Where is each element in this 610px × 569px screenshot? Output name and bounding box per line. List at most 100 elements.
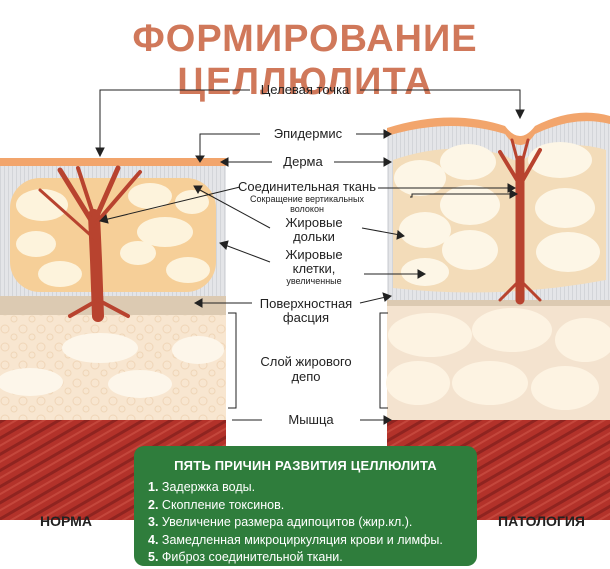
cause-text: Скопление токсинов. bbox=[161, 497, 285, 512]
fat-cell-enlarged bbox=[401, 258, 449, 286]
cause-number: 2. bbox=[148, 497, 159, 512]
label-muscle: Мышца bbox=[288, 412, 334, 427]
label-depot-line2: депо bbox=[291, 369, 321, 384]
arrow-head bbox=[383, 415, 393, 425]
pathology-depot-lobule bbox=[531, 366, 599, 410]
label-fascia-line2: фасция bbox=[282, 310, 330, 325]
cause-text: Задержка воды. bbox=[161, 480, 256, 494]
arrow-head bbox=[382, 292, 392, 302]
cause-item: 1. Задержка воды. bbox=[148, 479, 477, 497]
fat-cell-enlarged bbox=[528, 142, 592, 178]
page-title: ФОРМИРОВАНИЕ ЦЕЛЛЮЛИТА bbox=[132, 18, 478, 103]
depot-bracket-right bbox=[379, 312, 388, 409]
label-connective-tissue: Соединительная ткань bbox=[238, 179, 376, 194]
pathology-connective-tissue bbox=[498, 138, 542, 305]
label-normal: НОРМА bbox=[40, 513, 92, 529]
label-pathology: ПАТОЛОГИЯ bbox=[498, 513, 585, 529]
label-fat-cells-line1: Жировые bbox=[285, 247, 343, 262]
fat-cell bbox=[166, 257, 210, 283]
fat-cells-leader-left bbox=[224, 244, 271, 263]
pathology-depot-lobule bbox=[388, 313, 472, 357]
label-fat-lobules-line1: Жировые bbox=[285, 215, 343, 230]
arrow-head bbox=[383, 129, 393, 139]
label-dermis: Дерма bbox=[283, 154, 323, 169]
fat-cell-enlarged bbox=[394, 160, 446, 196]
fat-cell bbox=[16, 231, 56, 257]
label-vertical-fibers-line1: Сокращение вертикальных bbox=[250, 194, 364, 204]
connective-tissue-leader-left bbox=[103, 186, 241, 221]
fat-cell bbox=[120, 241, 156, 265]
epidermis-leader-left bbox=[199, 133, 260, 160]
fat-cell-enlarged bbox=[399, 212, 451, 248]
normal-depot-lobule bbox=[108, 370, 172, 398]
label-epidermis: Эпидермис bbox=[273, 126, 343, 141]
pathology-depot-lobule bbox=[386, 361, 450, 405]
arrow-head bbox=[95, 147, 105, 158]
cause-number: 4. bbox=[148, 532, 159, 547]
arrow-head bbox=[99, 214, 109, 224]
fat-cell-enlarged bbox=[535, 188, 595, 228]
fat-cell-enlarged bbox=[440, 144, 496, 180]
normal-connective-tissue bbox=[38, 165, 142, 322]
label-fascia-line1: Поверхностная bbox=[259, 296, 353, 311]
depot-bracket-left bbox=[228, 312, 237, 409]
normal-depot-lobule bbox=[0, 368, 63, 396]
arrow-head bbox=[193, 185, 203, 195]
label-fat-cells-line3: увеличенные bbox=[286, 276, 342, 286]
arrow-head bbox=[417, 269, 427, 279]
pathology-epidermis-layer bbox=[387, 112, 610, 145]
label-fat-cells-line2: клетки, bbox=[292, 261, 336, 276]
label-target-point: Целевая точка bbox=[260, 82, 350, 97]
cause-item: 4. Замедленная микроциркуляция крови и л… bbox=[148, 532, 477, 550]
fat-cell-enlarged bbox=[440, 185, 500, 225]
leader-lines bbox=[95, 89, 525, 425]
normal-fat-depot-layer bbox=[0, 315, 226, 420]
fat-cell bbox=[38, 261, 82, 287]
vertical-fibers-leader bbox=[410, 193, 512, 198]
cause-text: Замедленная микроциркуляция крови и лимф… bbox=[161, 532, 443, 547]
normal-depot-lobule bbox=[172, 336, 224, 364]
causes-list: 1. Задержка воды. 2. Скопление токсинов.… bbox=[148, 479, 477, 567]
cause-text: Увеличение размера адипоцитов (жир.кл.). bbox=[161, 515, 413, 529]
fascia-leader-right bbox=[359, 296, 387, 304]
fat-lobules-leader-left bbox=[199, 189, 271, 229]
cause-item: 5. Фиброз соединительной ткани. bbox=[148, 549, 477, 567]
fat-cell bbox=[137, 217, 193, 247]
normal-depot-lobule bbox=[62, 333, 138, 363]
fat-lobules-leader-right bbox=[361, 227, 401, 236]
cause-text: Фиброз соединительной ткани. bbox=[161, 550, 343, 564]
fat-cell bbox=[128, 183, 172, 209]
cause-number: 5. bbox=[148, 550, 159, 564]
arrow-head bbox=[193, 298, 203, 308]
causes-box: ПЯТЬ ПРИЧИН РАЗВИТИЯ ЦЕЛЛЮЛИТА 1. Задерж… bbox=[134, 446, 477, 566]
normal-fascia-layer bbox=[0, 296, 226, 315]
arrow-head bbox=[219, 157, 229, 167]
cause-item: 3. Увеличение размера адипоцитов (жир.кл… bbox=[148, 514, 477, 532]
fat-cell bbox=[16, 189, 68, 221]
normal-epidermis-layer bbox=[0, 158, 226, 166]
arrow-head bbox=[219, 240, 229, 250]
target-point-leader-right bbox=[360, 89, 521, 112]
cause-number: 1. bbox=[148, 480, 159, 494]
pathology-depot-lobule bbox=[452, 361, 528, 405]
arrow-head bbox=[195, 155, 205, 163]
pathology-skin-section bbox=[386, 112, 610, 520]
label-vertical-fibers-line2: волокон bbox=[290, 204, 324, 214]
cause-number: 3. bbox=[148, 515, 159, 529]
label-fat-lobules-line2: дольки bbox=[293, 229, 335, 244]
arrow-head bbox=[396, 230, 405, 240]
causes-title: ПЯТЬ ПРИЧИН РАЗВИТИЯ ЦЕЛЛЮЛИТА bbox=[174, 458, 437, 473]
fat-cell bbox=[175, 190, 209, 214]
fat-cell-enlarged bbox=[536, 232, 600, 272]
pathology-depot-lobule bbox=[472, 308, 552, 352]
cause-item: 2. Скопление токсинов. bbox=[148, 497, 477, 515]
arrow-head bbox=[515, 109, 525, 120]
pathology-depot-lobule bbox=[555, 318, 610, 362]
target-point-leader-left bbox=[99, 89, 250, 150]
label-depot-line1: Слой жирового bbox=[260, 354, 352, 369]
fat-cell-enlarged bbox=[442, 230, 498, 270]
normal-skin-section bbox=[0, 158, 226, 520]
arrow-head bbox=[383, 157, 393, 167]
arrow-head bbox=[509, 189, 519, 199]
